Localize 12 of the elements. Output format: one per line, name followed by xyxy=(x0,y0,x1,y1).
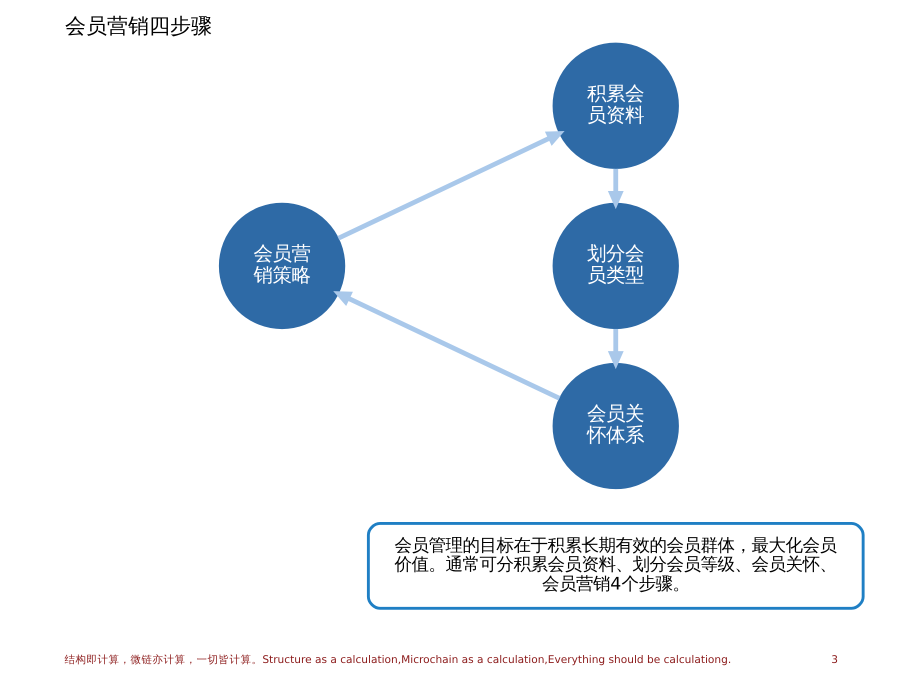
node-circle: 会员营销策略 xyxy=(218,202,346,330)
arrow xyxy=(333,291,560,401)
arrow xyxy=(608,328,624,370)
diagram-title: 会员营销四步骤 xyxy=(64,14,212,40)
node-circle: 积累会员资料 xyxy=(552,42,679,169)
label: 3 xyxy=(831,654,838,666)
node-circle: 会员关怀体系 xyxy=(552,362,679,490)
node-box: 会员管理的目标在于积累长期有效的会员群体，最大化会员价值。通常可分积累会员资料、划分会员等级、会员关怀、会员营销4个步骤。 xyxy=(366,522,865,610)
node-circle: 划分会员类型 xyxy=(552,202,679,330)
arrow xyxy=(608,168,624,210)
arrow xyxy=(337,131,565,240)
label: 结构即计算，微链亦计算，一切皆计算。Structure as a calculation,Microchain as a calculation,Everything should be calculationg. xyxy=(64,654,732,666)
